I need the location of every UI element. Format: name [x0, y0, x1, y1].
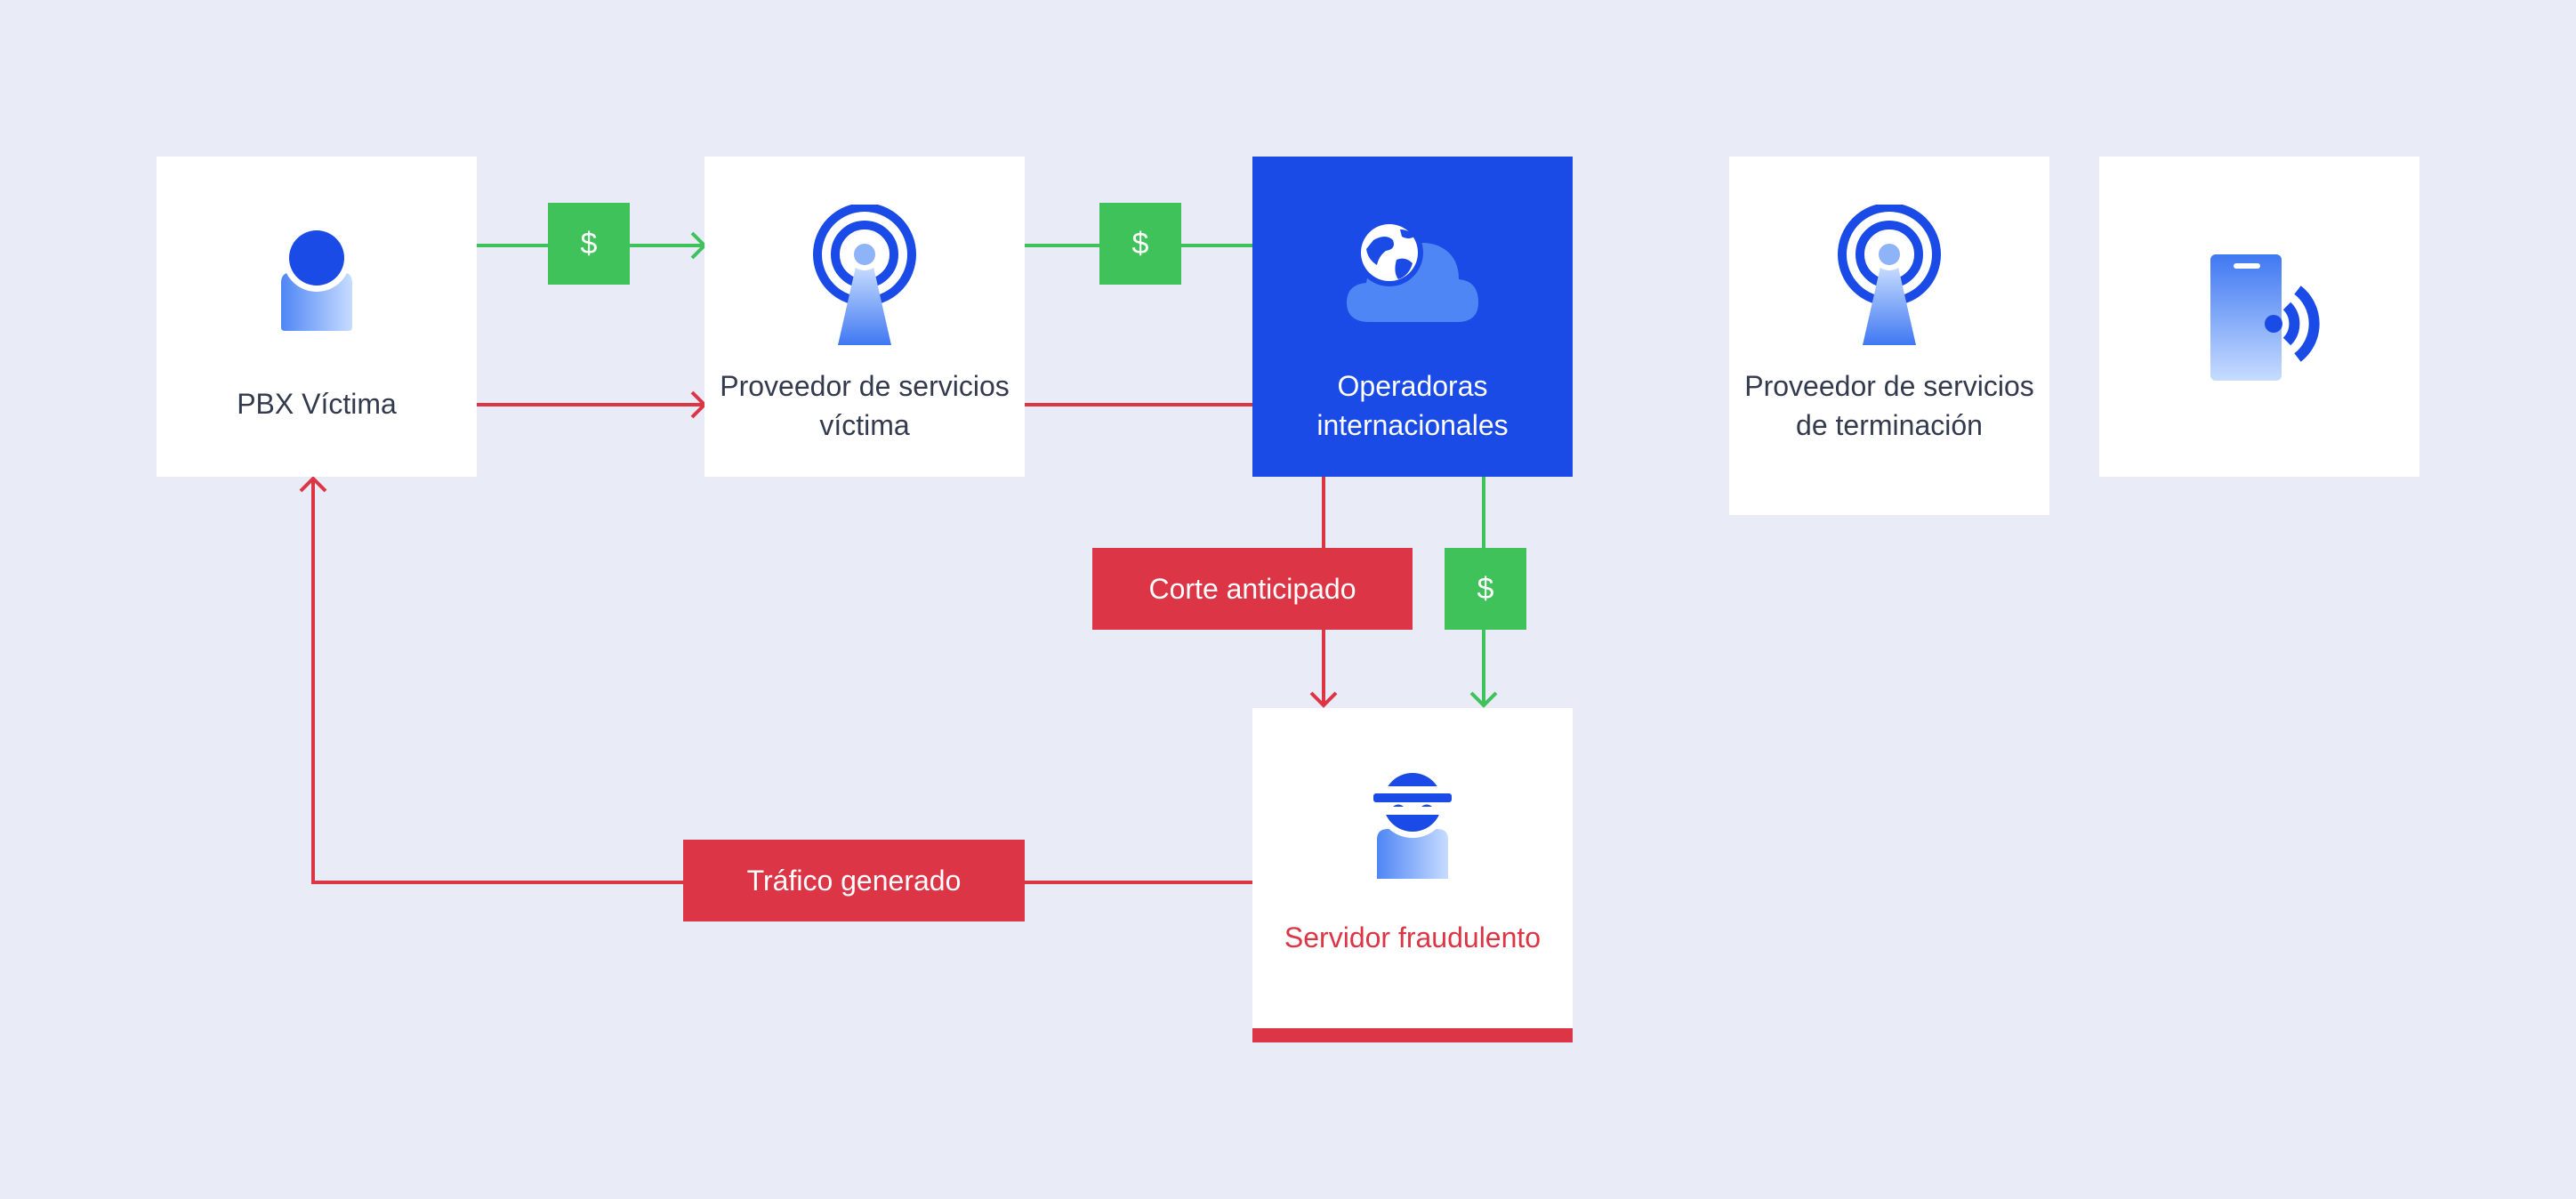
antenna-icon — [1838, 205, 1941, 345]
arrowhead — [299, 476, 327, 493]
tag-generated-traffic: Tráfico generado — [683, 840, 1025, 921]
node-device — [2099, 157, 2419, 477]
node-victim-provider: Proveedor de servicios víctima — [704, 157, 1025, 477]
node-label: PBX Víctima — [237, 388, 397, 420]
arrowhead — [1309, 691, 1338, 708]
money-badge-provider-operators: $ — [1099, 203, 1181, 285]
node-label: Proveedor de servicios de terminación — [1744, 370, 2034, 441]
globe-cloud-icon — [1347, 219, 1478, 322]
masked-thief-icon — [1373, 767, 1452, 879]
generated-traffic-line — [311, 479, 1252, 884]
antenna-icon — [813, 205, 916, 345]
tag-early-cut: Corte anticipado — [1092, 548, 1413, 630]
phone-signal-icon — [2210, 254, 2320, 381]
user-icon — [281, 224, 352, 331]
node-label: Proveedor de servicios víctima — [720, 370, 1010, 441]
node-label: Servidor fraudulento — [1284, 921, 1542, 954]
node-international-carriers: Operadoras internacionales — [1252, 157, 1573, 477]
node-fraud-server: Servidor fraudulento — [1252, 708, 1573, 1042]
danger-bar — [1252, 1028, 1573, 1042]
money-badge-pbx-provider: $ — [548, 203, 630, 285]
node-termination-provider: Proveedor de servicios de terminación — [1729, 157, 2049, 515]
money-badge-operators-fraud: $ — [1445, 548, 1526, 630]
arrowhead — [1469, 691, 1498, 708]
node-label: Operadoras internacionales — [1316, 370, 1509, 441]
node-pbx-victim: PBX Víctima — [157, 157, 477, 477]
